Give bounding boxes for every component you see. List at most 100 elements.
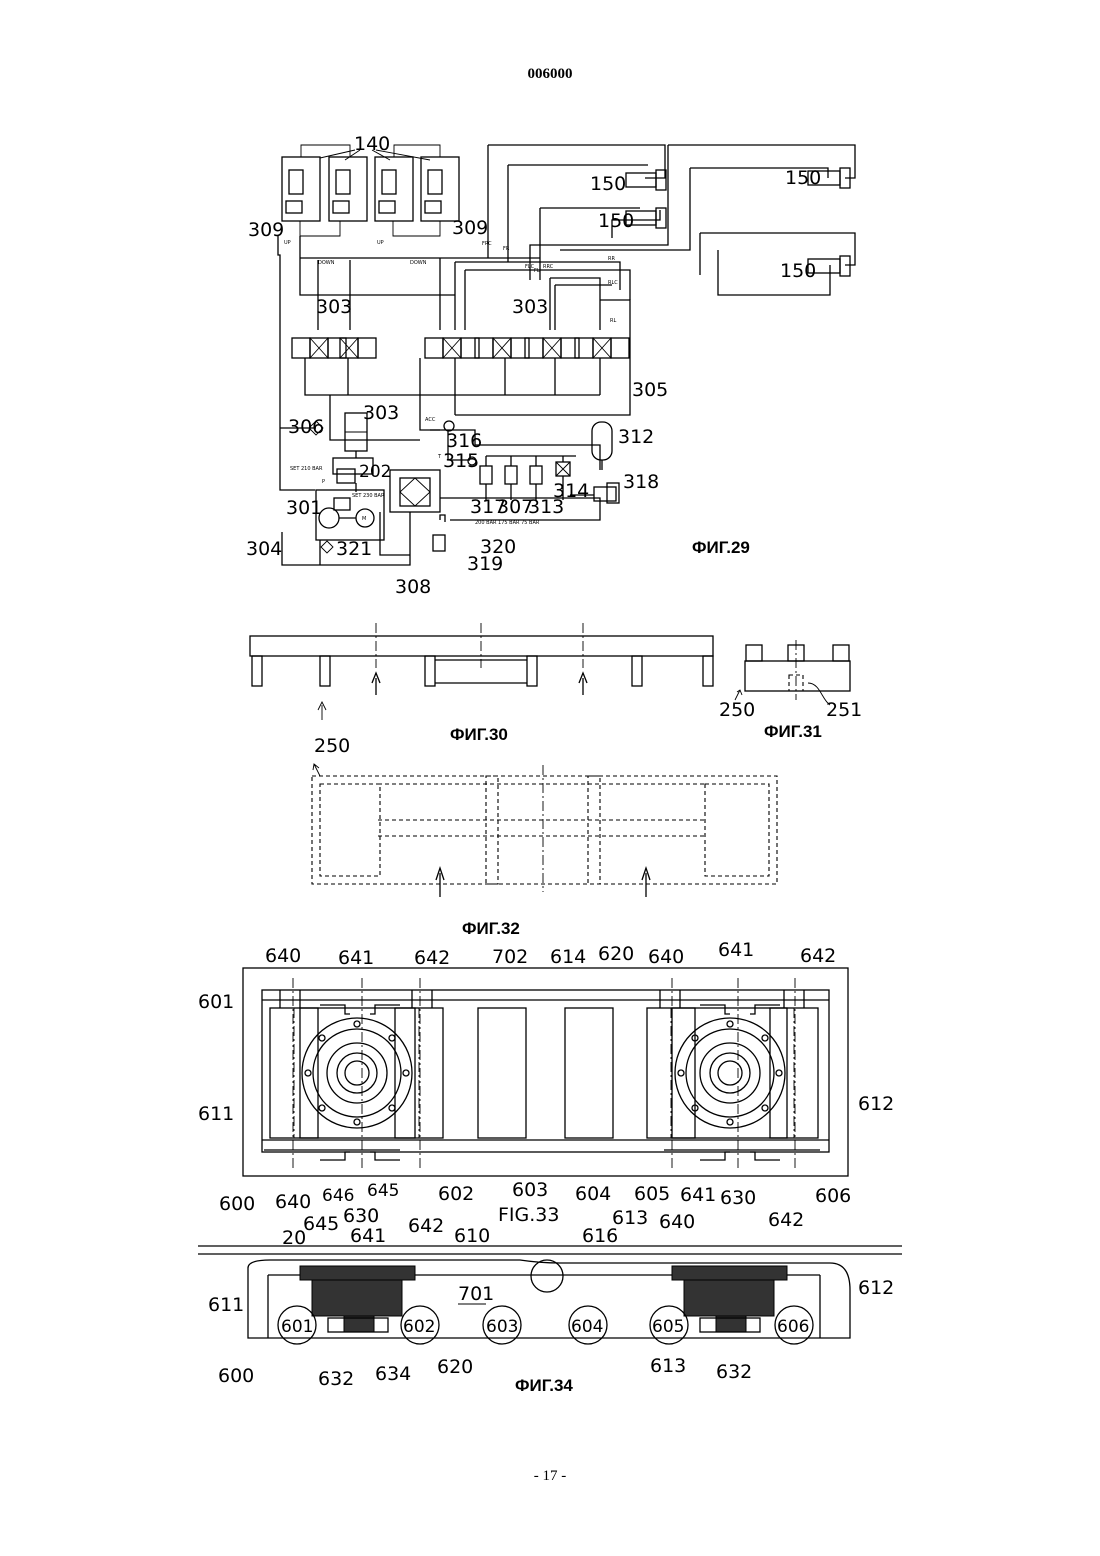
fig33-drawing (243, 968, 848, 1176)
label-605: 605 (634, 1183, 670, 1205)
label-640: 640 (659, 1211, 695, 1233)
small-text: RR (608, 256, 615, 262)
fig34-caption: ФИГ.34 (515, 1376, 573, 1395)
fig30-caption: ФИГ.30 (450, 725, 508, 744)
label-634: 634 (375, 1363, 411, 1385)
fig31-caption: ФИГ.31 (764, 722, 822, 741)
label-306: 306 (288, 416, 324, 438)
label-600: 600 (219, 1193, 255, 1215)
drive-unit-left (300, 1266, 415, 1332)
small-text: UP (284, 240, 291, 246)
label-701: 701 (458, 1283, 494, 1305)
small-text: M (362, 516, 366, 522)
page-number: - 17 - (0, 1468, 1100, 1485)
fig33-caption: FIG.33 (498, 1204, 559, 1226)
label-303: 303 (512, 296, 548, 318)
fig29-caption: ФИГ.29 (692, 538, 750, 557)
label-319: 319 (467, 553, 503, 575)
fig31-drawing: 250 251 ФИГ.31 (719, 640, 862, 741)
label-150: 150 (590, 173, 626, 195)
label-150: 150 (785, 167, 821, 189)
label-250: 250 (719, 699, 755, 721)
fig32-caption: ФИГ.32 (462, 919, 520, 938)
label-318: 318 (623, 471, 659, 493)
label-612: 612 (858, 1093, 894, 1115)
label-202: 202 (359, 462, 391, 482)
label-632: 632 (318, 1368, 354, 1390)
label-603: 603 (512, 1179, 548, 1201)
label-20: 20 (282, 1227, 306, 1249)
fig34-labels: 20 641 610 616 611 612 701 601 602 603 6… (208, 1225, 894, 1395)
roller-label-606: 606 (777, 1317, 809, 1337)
label-150: 150 (598, 210, 634, 232)
small-text: SET 210 BAR (290, 466, 323, 472)
label-632: 632 (716, 1361, 752, 1383)
label-309: 309 (452, 217, 488, 239)
drive-unit-right (672, 1266, 787, 1332)
fig33-labels: 640 641 642 702 614 620 640 641 642 601 … (198, 939, 894, 1237)
small-text: FL (534, 268, 540, 274)
small-text: DOWN (410, 260, 427, 266)
small-text: P (322, 479, 325, 485)
label-641: 641 (338, 947, 374, 969)
label-304: 304 (246, 538, 282, 560)
label-613: 613 (650, 1355, 686, 1377)
label-610: 610 (454, 1225, 490, 1247)
label-702: 702 (492, 946, 528, 968)
small-text: ACC (425, 417, 436, 423)
fig30-drawing: ФИГ.30 (250, 623, 713, 744)
label-630: 630 (720, 1187, 756, 1209)
label-645: 645 (303, 1213, 339, 1235)
label-642: 642 (768, 1209, 804, 1231)
cylinder-group (282, 145, 459, 236)
small-text: RL (610, 318, 616, 324)
label-140: 140 (354, 133, 390, 155)
label-606: 606 (815, 1185, 851, 1207)
roller-label-604: 604 (571, 1317, 603, 1337)
label-641: 641 (350, 1225, 386, 1247)
roller-label-603: 603 (486, 1317, 518, 1337)
small-text: FRC (482, 241, 492, 247)
fig32-drawing: 250 ФИГ.32 (312, 735, 777, 938)
label-620: 620 (437, 1356, 473, 1378)
label-612: 612 (858, 1277, 894, 1299)
label-640: 640 (265, 945, 301, 967)
label-303: 303 (316, 296, 352, 318)
label-646: 646 (322, 1186, 354, 1206)
small-text: 200 BAR 175 BAR 75 BAR (475, 520, 540, 526)
label-309: 309 (248, 219, 284, 241)
roller-label-605: 605 (652, 1317, 684, 1337)
label-642: 642 (414, 947, 450, 969)
label-630: 630 (343, 1205, 379, 1227)
label-604: 604 (575, 1183, 611, 1205)
label-301: 301 (286, 497, 322, 519)
roller-label-602: 602 (403, 1317, 435, 1337)
label-305: 305 (632, 379, 668, 401)
label-640: 640 (275, 1191, 311, 1213)
label-620: 620 (598, 943, 634, 965)
small-text: RLC (608, 280, 618, 286)
label-614: 614 (550, 946, 586, 968)
label-308: 308 (395, 576, 431, 598)
label-312: 312 (618, 426, 654, 448)
label-316: 316 (446, 430, 482, 452)
small-text: UP (377, 240, 384, 246)
label-251: 251 (826, 699, 862, 721)
label-321: 321 (336, 538, 372, 560)
small-text: RRC (543, 264, 554, 270)
fig29-hydraulic-schematic (278, 145, 855, 565)
small-text: SET 230 BAR (352, 493, 385, 499)
label-315: 315 (443, 450, 479, 472)
label-303: 303 (363, 402, 399, 424)
label-645: 645 (367, 1181, 399, 1201)
fig29-labels: 140 150 150 150 150 309 309 303 303 303 … (246, 133, 821, 598)
label-642: 642 (800, 945, 836, 967)
small-text: DOWN (318, 260, 335, 266)
label-602: 602 (438, 1183, 474, 1205)
label-601: 601 (198, 991, 234, 1013)
label-314: 314 (553, 480, 589, 502)
small-text: FR (503, 246, 510, 252)
small-text: T (437, 454, 442, 460)
label-641: 641 (680, 1184, 716, 1206)
label-600: 600 (218, 1365, 254, 1387)
